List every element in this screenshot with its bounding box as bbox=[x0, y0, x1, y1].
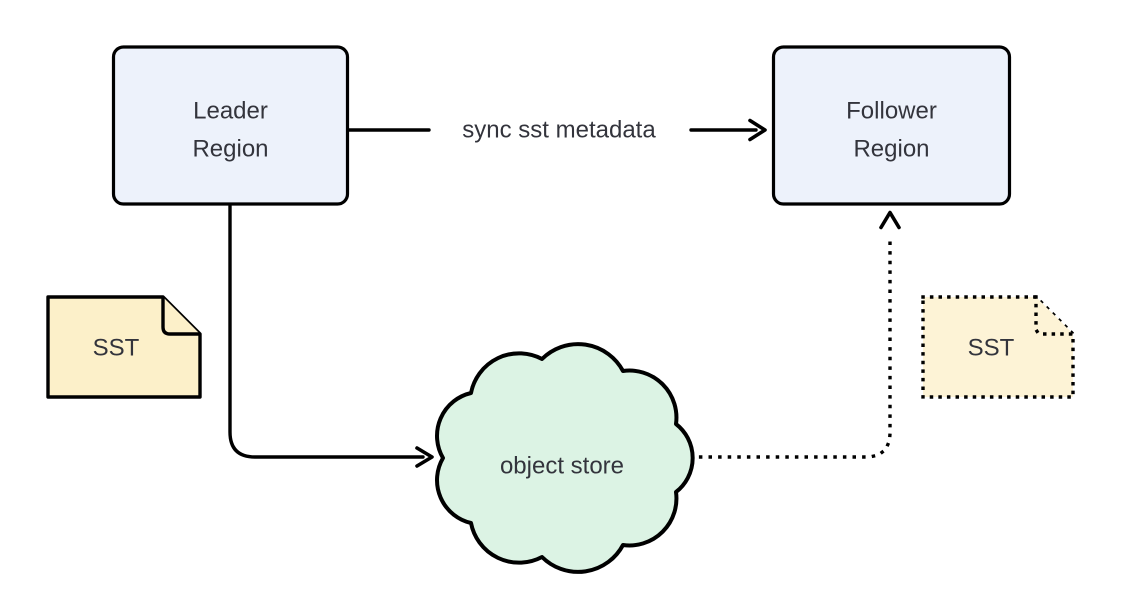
upload-edge-line bbox=[228, 204, 425, 459]
sync-sst-metadata-edge: sync sst metadata bbox=[347, 117, 767, 144]
download-sst-edge bbox=[689, 210, 901, 459]
sst-file-left-fold-icon bbox=[161, 297, 200, 336]
download-edge-line bbox=[689, 234, 892, 459]
follower-region-node: Follower Region bbox=[771, 45, 1012, 206]
sst-file-left-label: SST bbox=[93, 335, 140, 362]
follower-region-label-line2: Region bbox=[853, 136, 929, 163]
sst-file-left-node: SST bbox=[46, 295, 202, 399]
download-arrowhead-icon bbox=[879, 210, 901, 230]
leader-region-label-line2: Region bbox=[192, 136, 268, 163]
leader-region-box bbox=[111, 45, 350, 206]
upload-sst-edge bbox=[228, 204, 434, 468]
follower-region-box bbox=[771, 45, 1012, 206]
object-store-cloud bbox=[435, 342, 695, 574]
follower-region-label-line1: Follower bbox=[846, 98, 937, 125]
leader-region-node: Leader Region bbox=[111, 45, 350, 206]
upload-arrowhead-icon bbox=[415, 446, 434, 468]
leader-region-label-line1: Leader bbox=[193, 98, 268, 125]
object-store-node: object store bbox=[435, 342, 695, 574]
sync-arrowhead-icon bbox=[748, 118, 767, 142]
sst-file-right-node: SST bbox=[921, 295, 1075, 399]
sst-file-right-label: SST bbox=[968, 335, 1015, 362]
object-store-label: object store bbox=[500, 453, 624, 480]
sst-file-right-fold-icon bbox=[1034, 295, 1075, 336]
sync-edge-label: sync sst metadata bbox=[462, 117, 656, 144]
